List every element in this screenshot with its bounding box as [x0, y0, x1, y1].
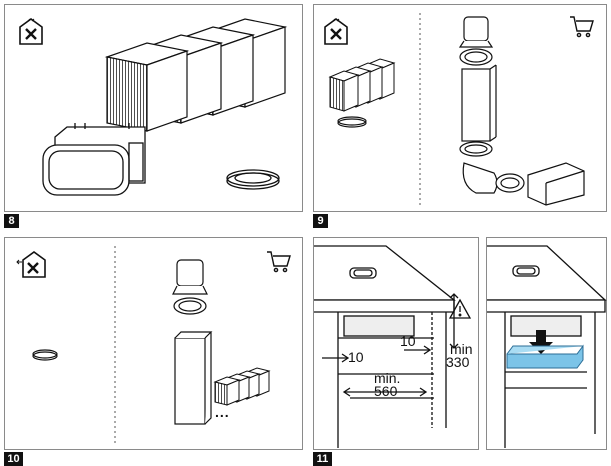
- hob-vent: [349, 267, 377, 279]
- step-10-panel: ...: [4, 237, 303, 450]
- step-11-panel: 10 10 min. 560 min 330: [313, 237, 479, 450]
- dimension-left: 10: [348, 349, 364, 365]
- seal-ring: [226, 169, 280, 190]
- shopping-cart-icon: [267, 251, 291, 273]
- house-crossed-icon: [19, 18, 43, 45]
- step-9-illustration: [324, 13, 594, 206]
- shopping-cart-icon: [570, 16, 594, 38]
- min-height-value: 330: [446, 354, 470, 370]
- step-number: 11: [313, 452, 332, 466]
- seal-ring: [337, 116, 367, 128]
- step-number: 9: [313, 214, 328, 228]
- step-9-panel: [313, 4, 607, 212]
- min-width-value: 560: [374, 383, 398, 399]
- more-accessories-ellipsis: ...: [215, 404, 230, 420]
- filter-blocks: [104, 18, 288, 132]
- step-10-illustration: [16, 246, 291, 443]
- step-11-cabinet-dimensions: [314, 245, 472, 448]
- house-crossed-arrow-icon: [16, 251, 46, 278]
- dimension-right: 10: [400, 333, 416, 349]
- step-number: 8: [4, 214, 19, 228]
- min-width-label: min.: [374, 370, 401, 386]
- step-11-install-panel: [486, 237, 607, 450]
- step-11-filter-insert: [487, 245, 607, 448]
- duct-adapter: [42, 123, 146, 196]
- seal-ring: [32, 349, 58, 361]
- warning-triangle-icon: [448, 298, 472, 319]
- house-crossed-icon: [324, 18, 348, 45]
- min-height-label: min: [450, 341, 473, 357]
- step-8-illustration: [19, 18, 288, 196]
- duct-assembly: [172, 259, 213, 425]
- step-8-panel: [4, 4, 303, 212]
- filter-insert-highlight: [506, 344, 584, 369]
- duct-assembly: [458, 16, 585, 206]
- step-number: 10: [4, 452, 23, 466]
- filter-blocks: [213, 367, 271, 406]
- filter-blocks: [328, 58, 396, 112]
